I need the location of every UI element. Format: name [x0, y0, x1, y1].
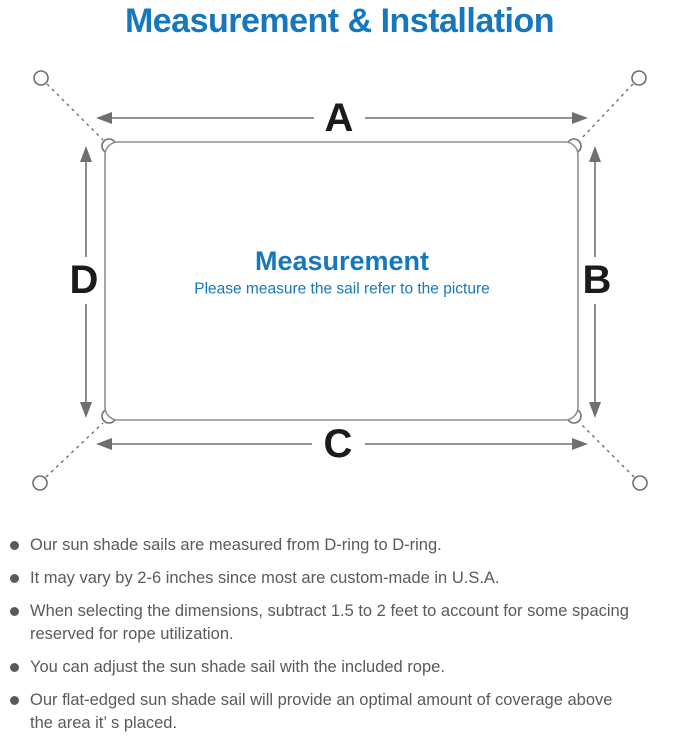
list-item: When selecting the dimensions, subtract … [10, 600, 656, 646]
note-line: Our sun shade sails are measured from D-… [30, 536, 442, 554]
anchor-ring-bottom-left [32, 475, 48, 491]
dim-label-c: C [324, 422, 353, 466]
note-line: the area it’ s placed. [30, 714, 178, 732]
anchor-ring-bottom-right [632, 475, 648, 491]
dim-label-b: B [583, 258, 612, 302]
note-line: It may vary by 2-6 inches since most are… [30, 569, 500, 587]
note-line: You can adjust the sun shade sail with t… [30, 658, 445, 676]
arrow-b-down-head-icon [589, 402, 601, 418]
list-item: Our sun shade sails are measured from D-… [10, 534, 656, 557]
arrow-b-up-head-icon [589, 146, 601, 162]
bullet-dot-icon [10, 541, 19, 550]
arrow-c-left-head-icon [96, 438, 112, 450]
arrow-d-up-head-icon [80, 146, 92, 162]
bullet-dot-icon [10, 663, 19, 672]
rope-dashed-bottom-right [579, 422, 635, 478]
arrow-a-left-head-icon [96, 112, 112, 124]
arrow-c-right-head-icon [572, 438, 588, 450]
dimension-arrow-b: B [583, 146, 612, 418]
note-text: You can adjust the sun shade sail with t… [30, 656, 445, 679]
list-item: Our flat-edged sun shade sail will provi… [10, 689, 656, 735]
dimension-arrow-a: A [96, 96, 588, 140]
bullet-dot-icon [10, 574, 19, 583]
measurement-diagram: A D B C Measurement Please measure the s… [32, 70, 648, 491]
anchor-ring-top-right [631, 70, 647, 86]
note-text: When selecting the dimensions, subtract … [30, 600, 629, 646]
arrow-d-down-head-icon [80, 402, 92, 418]
note-line: Our flat-edged sun shade sail will provi… [30, 691, 613, 709]
anchor-ring-top-left [33, 70, 49, 86]
rope-dashed-top-right [579, 83, 634, 141]
sail-outline [104, 141, 579, 421]
note-text: It may vary by 2-6 inches since most are… [30, 567, 500, 590]
notes-list: Our sun shade sails are measured from D-… [10, 534, 656, 745]
rope-dashed-bottom-left [45, 422, 104, 478]
arrow-a-right-head-icon [572, 112, 588, 124]
note-text: Our sun shade sails are measured from D-… [30, 534, 442, 557]
dimension-arrow-c: C [96, 422, 588, 466]
note-line: reserved for rope utilization. [30, 625, 234, 643]
center-heading: Measurement [255, 246, 429, 276]
center-subtitle: Please measure the sail refer to the pic… [194, 281, 490, 298]
note-line: When selecting the dimensions, subtract … [30, 602, 629, 620]
page-title: Measurement & Installation [124, 2, 555, 40]
dim-label-d: D [70, 258, 99, 302]
bullet-dot-icon [10, 607, 19, 616]
note-text: Our flat-edged sun shade sail will provi… [30, 689, 612, 735]
list-item: It may vary by 2-6 inches since most are… [10, 567, 656, 590]
list-item: You can adjust the sun shade sail with t… [10, 656, 656, 679]
dim-label-a: A [325, 96, 354, 140]
bullet-dot-icon [10, 696, 19, 705]
dimension-arrow-d: D [70, 146, 99, 418]
rope-dashed-top-left [46, 83, 104, 141]
